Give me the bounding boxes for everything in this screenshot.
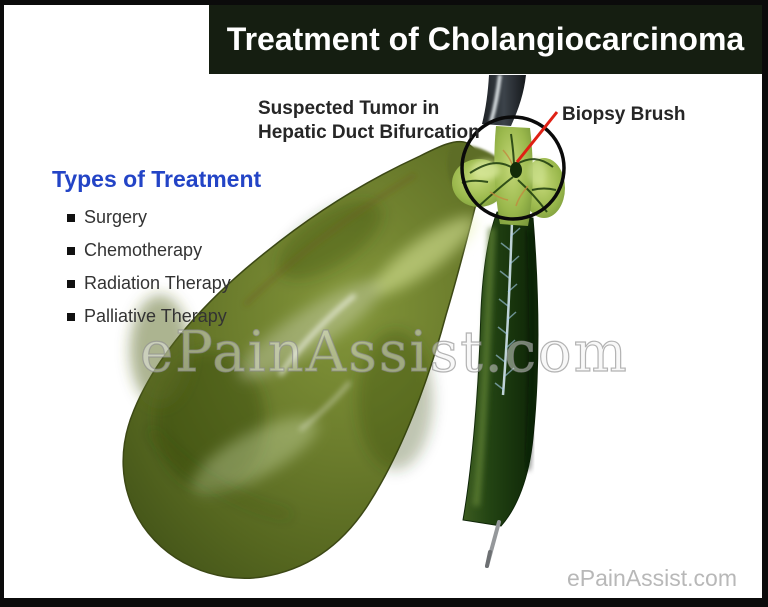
list-item-label: Radiation Therapy — [84, 273, 231, 293]
gallbladder — [122, 140, 498, 579]
hepatic-duct-bifurcation — [452, 126, 565, 226]
list-item-label: Palliative Therapy — [84, 306, 227, 326]
page-title: Treatment of Cholangiocarcinoma — [226, 21, 745, 57]
tumor-label-line2: Hepatic Duct Bifurcation — [258, 122, 480, 143]
tumor-spot — [510, 162, 522, 178]
bullet-square-icon — [67, 213, 75, 222]
list-item: Chemotherapy — [52, 240, 282, 261]
biopsy-brush-label: Biopsy Brush — [562, 104, 686, 125]
bullet-square-icon — [67, 312, 75, 321]
tumor-label-line1: Suspected Tumor in — [258, 98, 440, 119]
frame-left-edge — [0, 0, 4, 607]
title-banner: Treatment of Cholangiocarcinoma — [209, 5, 762, 74]
frame-top-edge — [0, 0, 768, 5]
list-item: Surgery — [52, 207, 282, 228]
common-bile-duct — [462, 125, 539, 527]
frame-right-edge — [762, 0, 768, 607]
tumor-annotation-label: Suspected Tumor in Hepatic Duct Bifurcat… — [258, 97, 480, 145]
treatment-types-section: Types of Treatment Surgery Chemotherapy … — [52, 166, 282, 339]
list-item: Radiation Therapy — [52, 273, 282, 294]
treatment-heading: Types of Treatment — [52, 166, 262, 192]
list-item-label: Surgery — [84, 207, 148, 227]
highlight-circle — [460, 115, 566, 221]
list-item-label: Chemotherapy — [84, 240, 203, 260]
treatment-list: Surgery Chemotherapy Radiation Therapy P… — [52, 207, 282, 327]
list-item: Palliative Therapy — [52, 306, 282, 327]
footer-watermark: ePainAssist.com — [566, 565, 737, 591]
bullet-square-icon — [67, 279, 75, 288]
catheter — [482, 74, 526, 126]
guidewire — [485, 520, 501, 568]
red-pointer-line — [515, 111, 559, 163]
frame-bottom-edge — [0, 598, 768, 607]
bullet-square-icon — [67, 246, 75, 255]
